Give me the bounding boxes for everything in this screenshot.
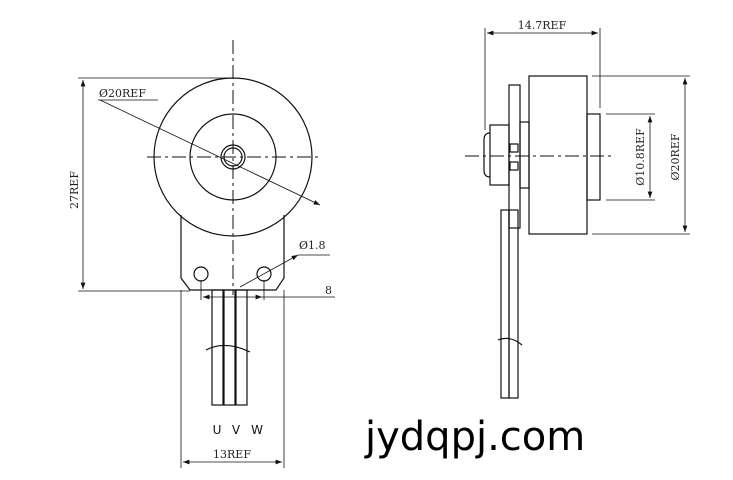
mount-hole-left	[193, 266, 209, 282]
lead-label-w: W	[251, 423, 263, 437]
body-diameter-label: Ø20REF	[669, 133, 682, 180]
watermark: jydqpj.com	[364, 414, 585, 460]
lead-wires	[205, 289, 251, 406]
rotor-body	[528, 75, 588, 235]
rotor-rim	[586, 113, 601, 201]
outer-diameter-label: Ø20REF	[99, 87, 146, 100]
hub	[519, 121, 530, 189]
pcb-strip	[500, 209, 510, 399]
side-view	[465, 28, 690, 399]
bearing-boss	[489, 124, 510, 186]
width-label: 13REF	[213, 448, 251, 461]
hole-spacing-label: 8	[325, 284, 332, 297]
length-label: 14.7REF	[518, 19, 567, 32]
lead-label-v: V	[232, 423, 241, 437]
hole-diameter-label: Ø1.8	[299, 239, 326, 252]
height-label: 27REF	[68, 171, 81, 209]
front-view	[78, 40, 335, 468]
rim-diameter-label: Ø10.8REF	[634, 128, 647, 186]
lead-label-u: U	[213, 423, 222, 437]
shaft-end	[483, 132, 491, 178]
